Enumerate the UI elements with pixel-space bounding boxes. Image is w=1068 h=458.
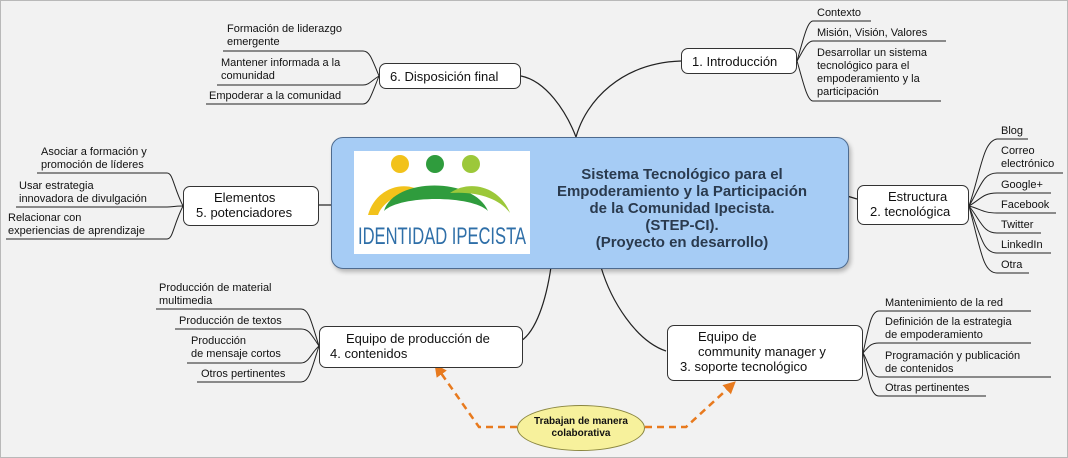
topic-disposicion-final[interactable]: 6. Disposición final <box>379 63 521 89</box>
callout-line: Trabajan de manera <box>534 416 628 427</box>
topic-soporte-tecnologico[interactable]: Equipo de community manager y 3. soporte… <box>667 325 863 381</box>
topic-elementos-potenciadores[interactable]: Elementos 5. potenciadores <box>183 186 319 226</box>
topic-label: community manager y <box>698 344 826 359</box>
subtopic-desarrollar-sistema[interactable]: Desarrollar un sistema tecnológico para … <box>817 47 928 98</box>
topic-label: 2. tecnológica <box>870 204 951 219</box>
subtopic-mensaje-cortos[interactable]: Producción de mensaje cortos <box>191 335 281 360</box>
central-topic[interactable]: IDENTIDAD IPECISTA Sistema Tecnológico p… <box>331 137 849 269</box>
topic-produccion-contenidos[interactable]: Equipo de producción de 4. contenidos <box>319 326 523 368</box>
subtopic-programacion-publicacion[interactable]: Programación y publicación de contenidos <box>885 350 1021 375</box>
topic-label: 3. soporte tecnológico <box>680 359 808 374</box>
subtopic-twitter[interactable]: Twitter <box>1001 219 1034 231</box>
topic-introduccion[interactable]: 1. Introducción <box>681 48 797 74</box>
topic-label: Elementos <box>214 190 276 205</box>
subtopic-contexto[interactable]: Contexto <box>817 7 862 19</box>
central-title: Sistema Tecnológico para el Empoderamien… <box>532 166 832 251</box>
subtopic-correo[interactable]: Correo electrónico <box>1001 145 1055 170</box>
central-title-line: Empoderamiento y la Participación <box>556 183 808 200</box>
topic-label: Equipo de producción de <box>346 331 490 346</box>
collaboration-callout[interactable]: Trabajan de manera colaborativa <box>517 405 645 451</box>
topic-estructura-tecnologica[interactable]: Estructura 2. tecnológica <box>857 185 969 225</box>
central-title-line: Sistema Tecnológico para el <box>581 166 783 183</box>
topic-label: 1. Introducción <box>692 54 778 69</box>
subtopic-formacion-liderazgo[interactable]: Formación de liderazgo emergente <box>227 23 342 48</box>
subtopic-linkedin[interactable]: LinkedIn <box>1001 239 1043 251</box>
subtopic-relacionar-experiencias[interactable]: Relacionar con experiencias de aprendiza… <box>8 212 145 237</box>
central-title-line: de la Comunidad Ipecista. <box>589 200 775 217</box>
subtopic-google-plus[interactable]: Google+ <box>1001 179 1043 191</box>
subtopic-mantenimiento-red[interactable]: Mantenimiento de la red <box>885 297 1004 309</box>
subtopic-otras-pertinentes[interactable]: Otras pertinentes <box>885 382 970 394</box>
central-title-line: (STEP-CI). <box>645 217 719 234</box>
subtopic-definicion-estrategia[interactable]: Definición de la estrategia de empoderam… <box>885 316 1012 341</box>
topic-label: Equipo de <box>698 329 757 344</box>
callout-line: colaborativa <box>551 428 611 439</box>
subtopic-facebook[interactable]: Facebook <box>1001 199 1050 211</box>
subtopic-empoderar[interactable]: Empoderar a la comunidad <box>209 90 342 102</box>
logo-text: IDENTIDAD IPECISTA <box>358 223 526 250</box>
topic-label: 4. contenidos <box>330 346 408 361</box>
subtopic-otra[interactable]: Otra <box>1001 259 1023 271</box>
central-title-line: (Proyecto en desarrollo) <box>595 234 769 251</box>
subtopic-material-multimedia[interactable]: Producción de material multimedia <box>159 282 272 307</box>
topic-label: 5. potenciadores <box>196 205 293 220</box>
subtopic-produccion-textos[interactable]: Producción de textos <box>179 315 282 327</box>
subtopic-mision-vision[interactable]: Misión, Visión, Valores <box>817 27 928 39</box>
subtopic-blog[interactable]: Blog <box>1001 125 1024 137</box>
subtopic-asociar-formacion[interactable]: Asociar a formación y promoción de líder… <box>41 146 147 171</box>
subtopic-otros-pertinentes[interactable]: Otros pertinentes <box>201 368 286 380</box>
identidad-ipecista-logo: IDENTIDAD IPECISTA <box>354 151 530 254</box>
topic-label: 6. Disposición final <box>390 69 499 84</box>
subtopic-usar-estrategia[interactable]: Usar estrategia innovadora de divulgació… <box>19 180 147 205</box>
subtopic-mantener-informada[interactable]: Mantener informada a la comunidad <box>221 57 341 82</box>
topic-label: Estructura <box>888 189 948 204</box>
